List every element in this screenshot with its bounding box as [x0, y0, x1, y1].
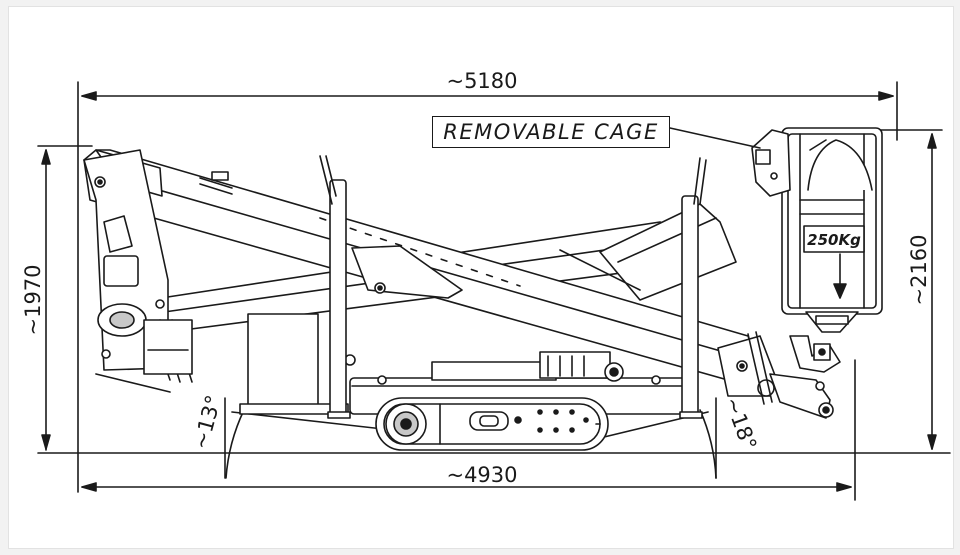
dimension-stowed-height — [37, 145, 951, 454]
jib-knuckle — [717, 331, 841, 419]
outrigger-rear — [319, 155, 351, 419]
dimension-cage-height — [879, 129, 943, 450]
dimension-overall-length — [77, 81, 898, 493]
cage-load-label: 250Kg — [807, 231, 861, 249]
overall-length-label: ~5180 — [446, 69, 517, 93]
outrigger-front — [679, 157, 707, 419]
removable-cage-label: REMOVABLE CAGE — [432, 116, 670, 148]
stowed-height-label: ~1970 — [21, 264, 45, 335]
angle-rear-label: ~13° — [189, 393, 226, 452]
cage-height-label: ~2160 — [907, 234, 931, 305]
cage-control-box — [751, 129, 791, 197]
track-length-label: ~4930 — [446, 463, 517, 487]
cage-basket — [781, 127, 883, 333]
dimension-track-length — [81, 359, 856, 501]
cage-leader-line — [669, 127, 761, 149]
crawler-track — [375, 397, 609, 451]
turret-bracket — [83, 149, 193, 393]
angle-front-label: ~18° — [720, 394, 761, 454]
